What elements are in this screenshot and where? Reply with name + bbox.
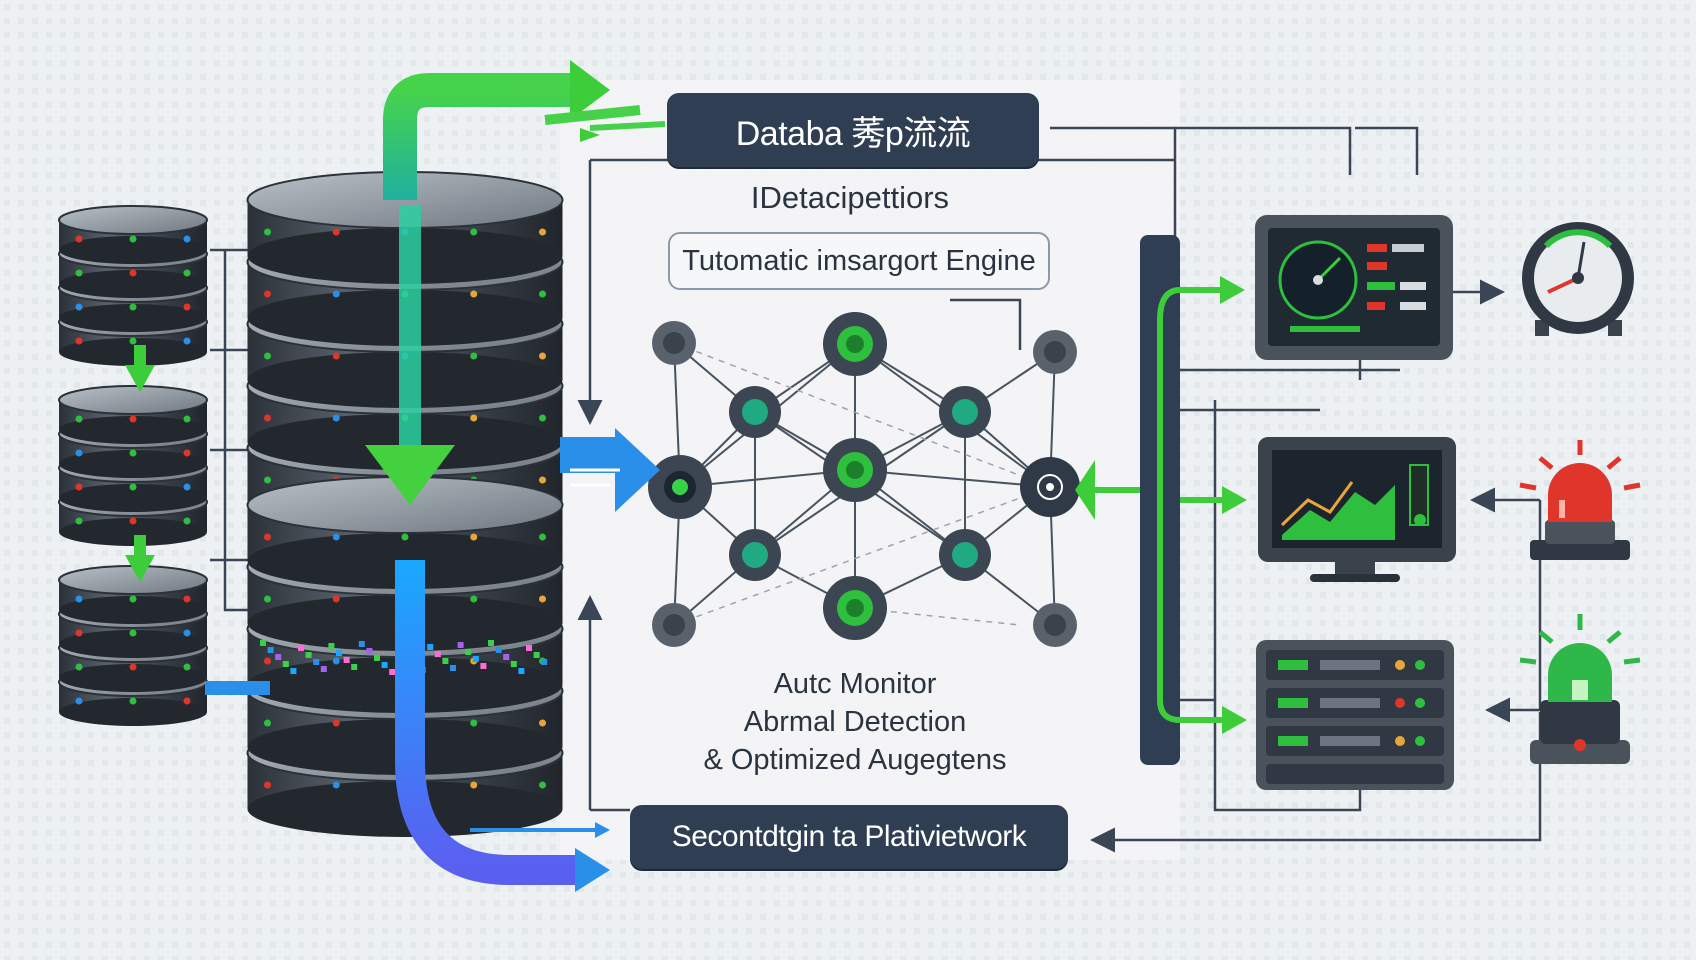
network-node: [823, 312, 887, 376]
caption-line-2: Abrmal Detection: [743, 706, 967, 738]
green-arrowheads: [1075, 276, 1247, 734]
caption-line-3: & Optimized Augegtens: [703, 744, 1007, 776]
neural-network-icon: [648, 312, 1080, 647]
gauge-clock-icon: [1522, 222, 1634, 336]
platform-box: Secontdtgin ta Plativietwork: [630, 805, 1068, 869]
database-disk: [58, 565, 208, 624]
engine-label: Tutomatic imsargort Engine: [682, 244, 1036, 277]
platform-label: Secontdtgin ta Plativietwork: [671, 820, 1027, 853]
network-node: [652, 321, 696, 365]
green-alarm-light-icon: [1519, 614, 1641, 764]
caption-block: Autc Monitor Abrmal Detection & Optimize…: [680, 662, 1030, 782]
server-rack-icon: [1256, 640, 1454, 790]
red-alarm-light-icon: [1519, 440, 1641, 560]
blue-flow-arrow: [205, 428, 660, 892]
small-green-arrows: [125, 345, 155, 582]
title-label: Databa 莠p流流: [735, 114, 971, 153]
dashboard-monitor-icon: [1255, 215, 1453, 360]
network-node: [652, 603, 696, 647]
network-node: [729, 529, 781, 581]
network-node: [939, 529, 991, 581]
network-node: [648, 455, 712, 519]
network-node: [823, 576, 887, 640]
network-node: [729, 386, 781, 438]
database-disk: [246, 476, 564, 589]
network-node: [1033, 603, 1077, 647]
engine-box: Tutomatic imsargort Engine: [668, 232, 1050, 290]
subtitle-label: IDetacipettiors: [750, 180, 950, 215]
chart-monitor-icon: [1258, 437, 1456, 582]
database-disk: [58, 385, 208, 444]
green-flow-arrow: [365, 60, 666, 505]
caption-line-1: Autc Monitor: [773, 668, 937, 700]
subtitle-box: IDetacipettiors: [680, 175, 1020, 221]
title-box: Databa 莠p流流: [667, 93, 1039, 167]
network-node: [939, 386, 991, 438]
network-node: [823, 438, 887, 502]
network-node: [1020, 457, 1080, 517]
database-stack-icon: [58, 205, 208, 726]
database-disk: [58, 205, 208, 264]
network-node: [1033, 330, 1077, 374]
